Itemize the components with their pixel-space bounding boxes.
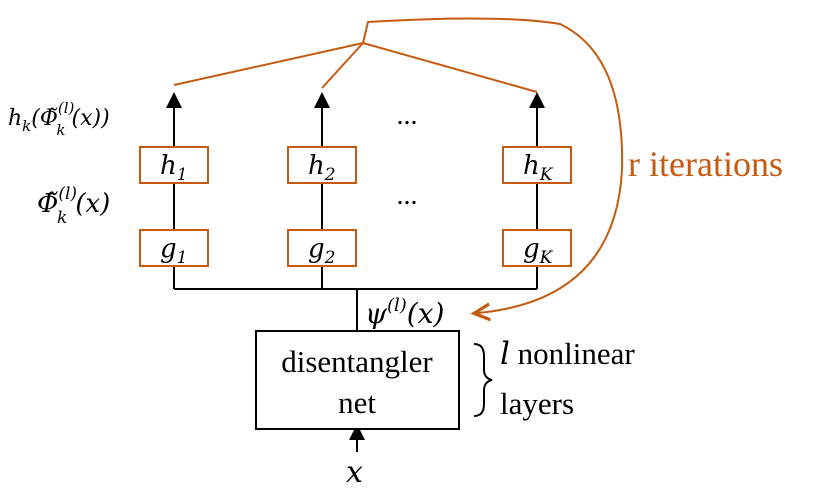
phi-label: Φ̃(l)k(x) bbox=[37, 184, 110, 228]
ellipsis-top: ... bbox=[397, 100, 418, 131]
g-box-label: g2 bbox=[308, 234, 335, 268]
g-box-label: g1 bbox=[160, 234, 187, 268]
h-box-label: h2 bbox=[308, 151, 336, 185]
disentangler-box bbox=[255, 330, 460, 430]
fan-line-3 bbox=[362, 42, 538, 93]
fan-line-2 bbox=[321, 42, 364, 89]
h-box-label: hK bbox=[523, 151, 554, 185]
h-box-1 bbox=[139, 146, 209, 184]
fan-line-1 bbox=[173, 42, 364, 86]
layers-note-line2: layers bbox=[500, 386, 574, 421]
g-box-label: gK bbox=[523, 234, 554, 268]
disentangler-label-line1: disentangler bbox=[281, 344, 433, 379]
h-box-3 bbox=[502, 146, 572, 184]
layers-note-line1: l nonlinear bbox=[500, 336, 635, 372]
ellipsis-middle: ... bbox=[397, 180, 418, 211]
g-box-1 bbox=[139, 229, 209, 267]
g-box-2 bbox=[287, 229, 357, 267]
disentangler-label-line2: net bbox=[338, 385, 376, 420]
iteration-arc bbox=[362, 17, 624, 313]
layers-brace bbox=[473, 343, 493, 417]
h-box-label: h1 bbox=[160, 151, 188, 185]
iterations-label: r iterations bbox=[628, 144, 783, 184]
h-box-2 bbox=[287, 146, 357, 184]
input-label: x bbox=[346, 455, 363, 490]
g-box-3 bbox=[502, 229, 572, 267]
psi-label: ψ(l)(x) bbox=[365, 295, 444, 330]
output-label: hk(Φ̃(l)k(x)) bbox=[8, 99, 110, 139]
